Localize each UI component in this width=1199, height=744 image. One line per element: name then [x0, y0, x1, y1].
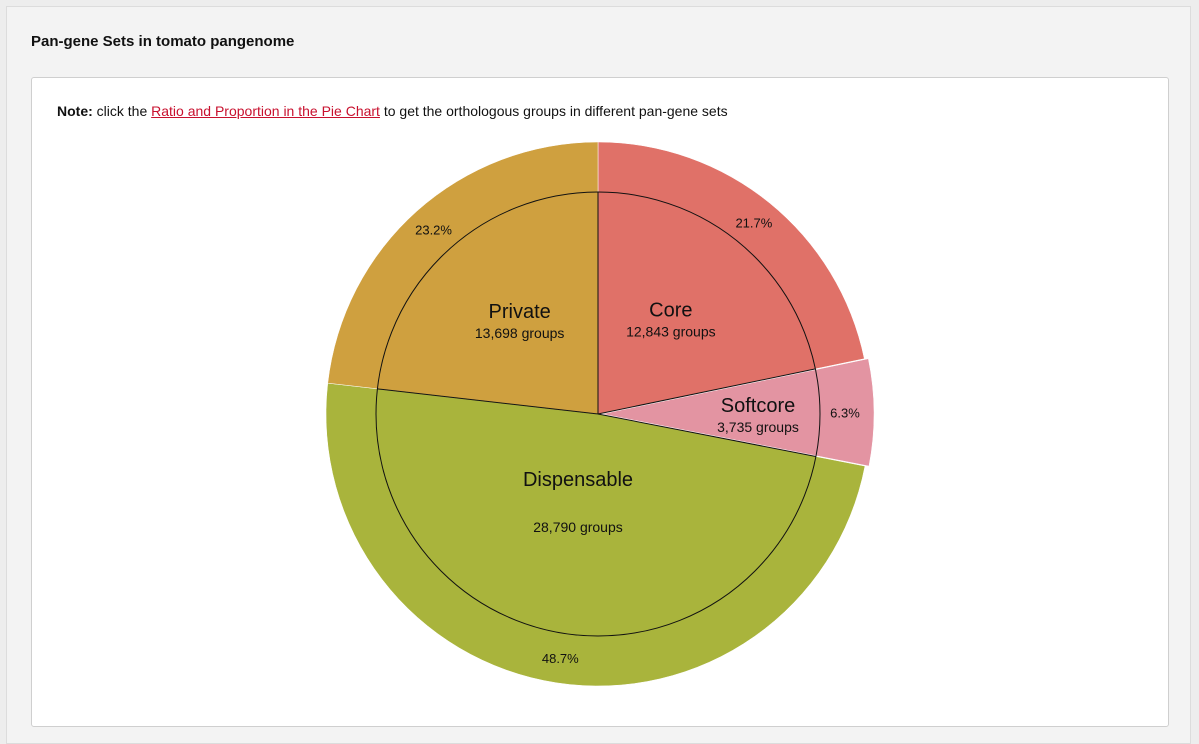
note-text: Note: click the Ratio and Proportion in … — [57, 103, 728, 119]
chart-card: Note: click the Ratio and Proportion in … — [31, 77, 1169, 727]
slice-softcore[interactable] — [601, 358, 875, 467]
slice-percent-core[interactable]: 21.7% — [735, 215, 772, 230]
slice-dispensable[interactable] — [325, 382, 866, 687]
pangene-panel: Pan-gene Sets in tomato pangenome Note: … — [6, 6, 1191, 744]
slice-groups-private[interactable]: 13,698 groups — [475, 325, 565, 341]
slice-groups-softcore[interactable]: 3,735 groups — [717, 419, 799, 435]
slice-groups-core[interactable]: 12,843 groups — [626, 323, 716, 339]
slice-core[interactable] — [597, 141, 865, 415]
slice-percent-softcore[interactable]: 6.3% — [830, 406, 860, 421]
slice-name-private[interactable]: Private — [489, 301, 551, 323]
divider-dispensable — [597, 413, 816, 458]
note-suffix: to get the orthologous groups in differe… — [379, 103, 728, 119]
panel-title: Pan-gene Sets in tomato pangenome — [31, 33, 295, 50]
slice-percent-private[interactable]: 23.2% — [415, 223, 452, 238]
slice-percent-dispensable[interactable]: 48.7% — [542, 651, 579, 666]
slice-name-dispensable[interactable]: Dispensable — [523, 469, 633, 491]
note-label: Note: — [57, 103, 93, 119]
slice-private[interactable] — [327, 141, 599, 415]
pie-chart: Core 12,843 groups 21.7% Softcore 3,735 grou… — [325, 141, 875, 687]
slice-name-softcore[interactable]: Softcore — [721, 395, 795, 417]
ratio-proportion-link[interactable]: Ratio and Proportion in the Pie Chart — [151, 103, 380, 119]
note-prefix: click the — [92, 103, 152, 119]
divider-softcore — [597, 368, 816, 415]
slice-groups-dispensable[interactable]: 28,790 groups — [533, 519, 623, 535]
divider-private — [377, 388, 599, 415]
slice-name-core[interactable]: Core — [649, 299, 692, 321]
